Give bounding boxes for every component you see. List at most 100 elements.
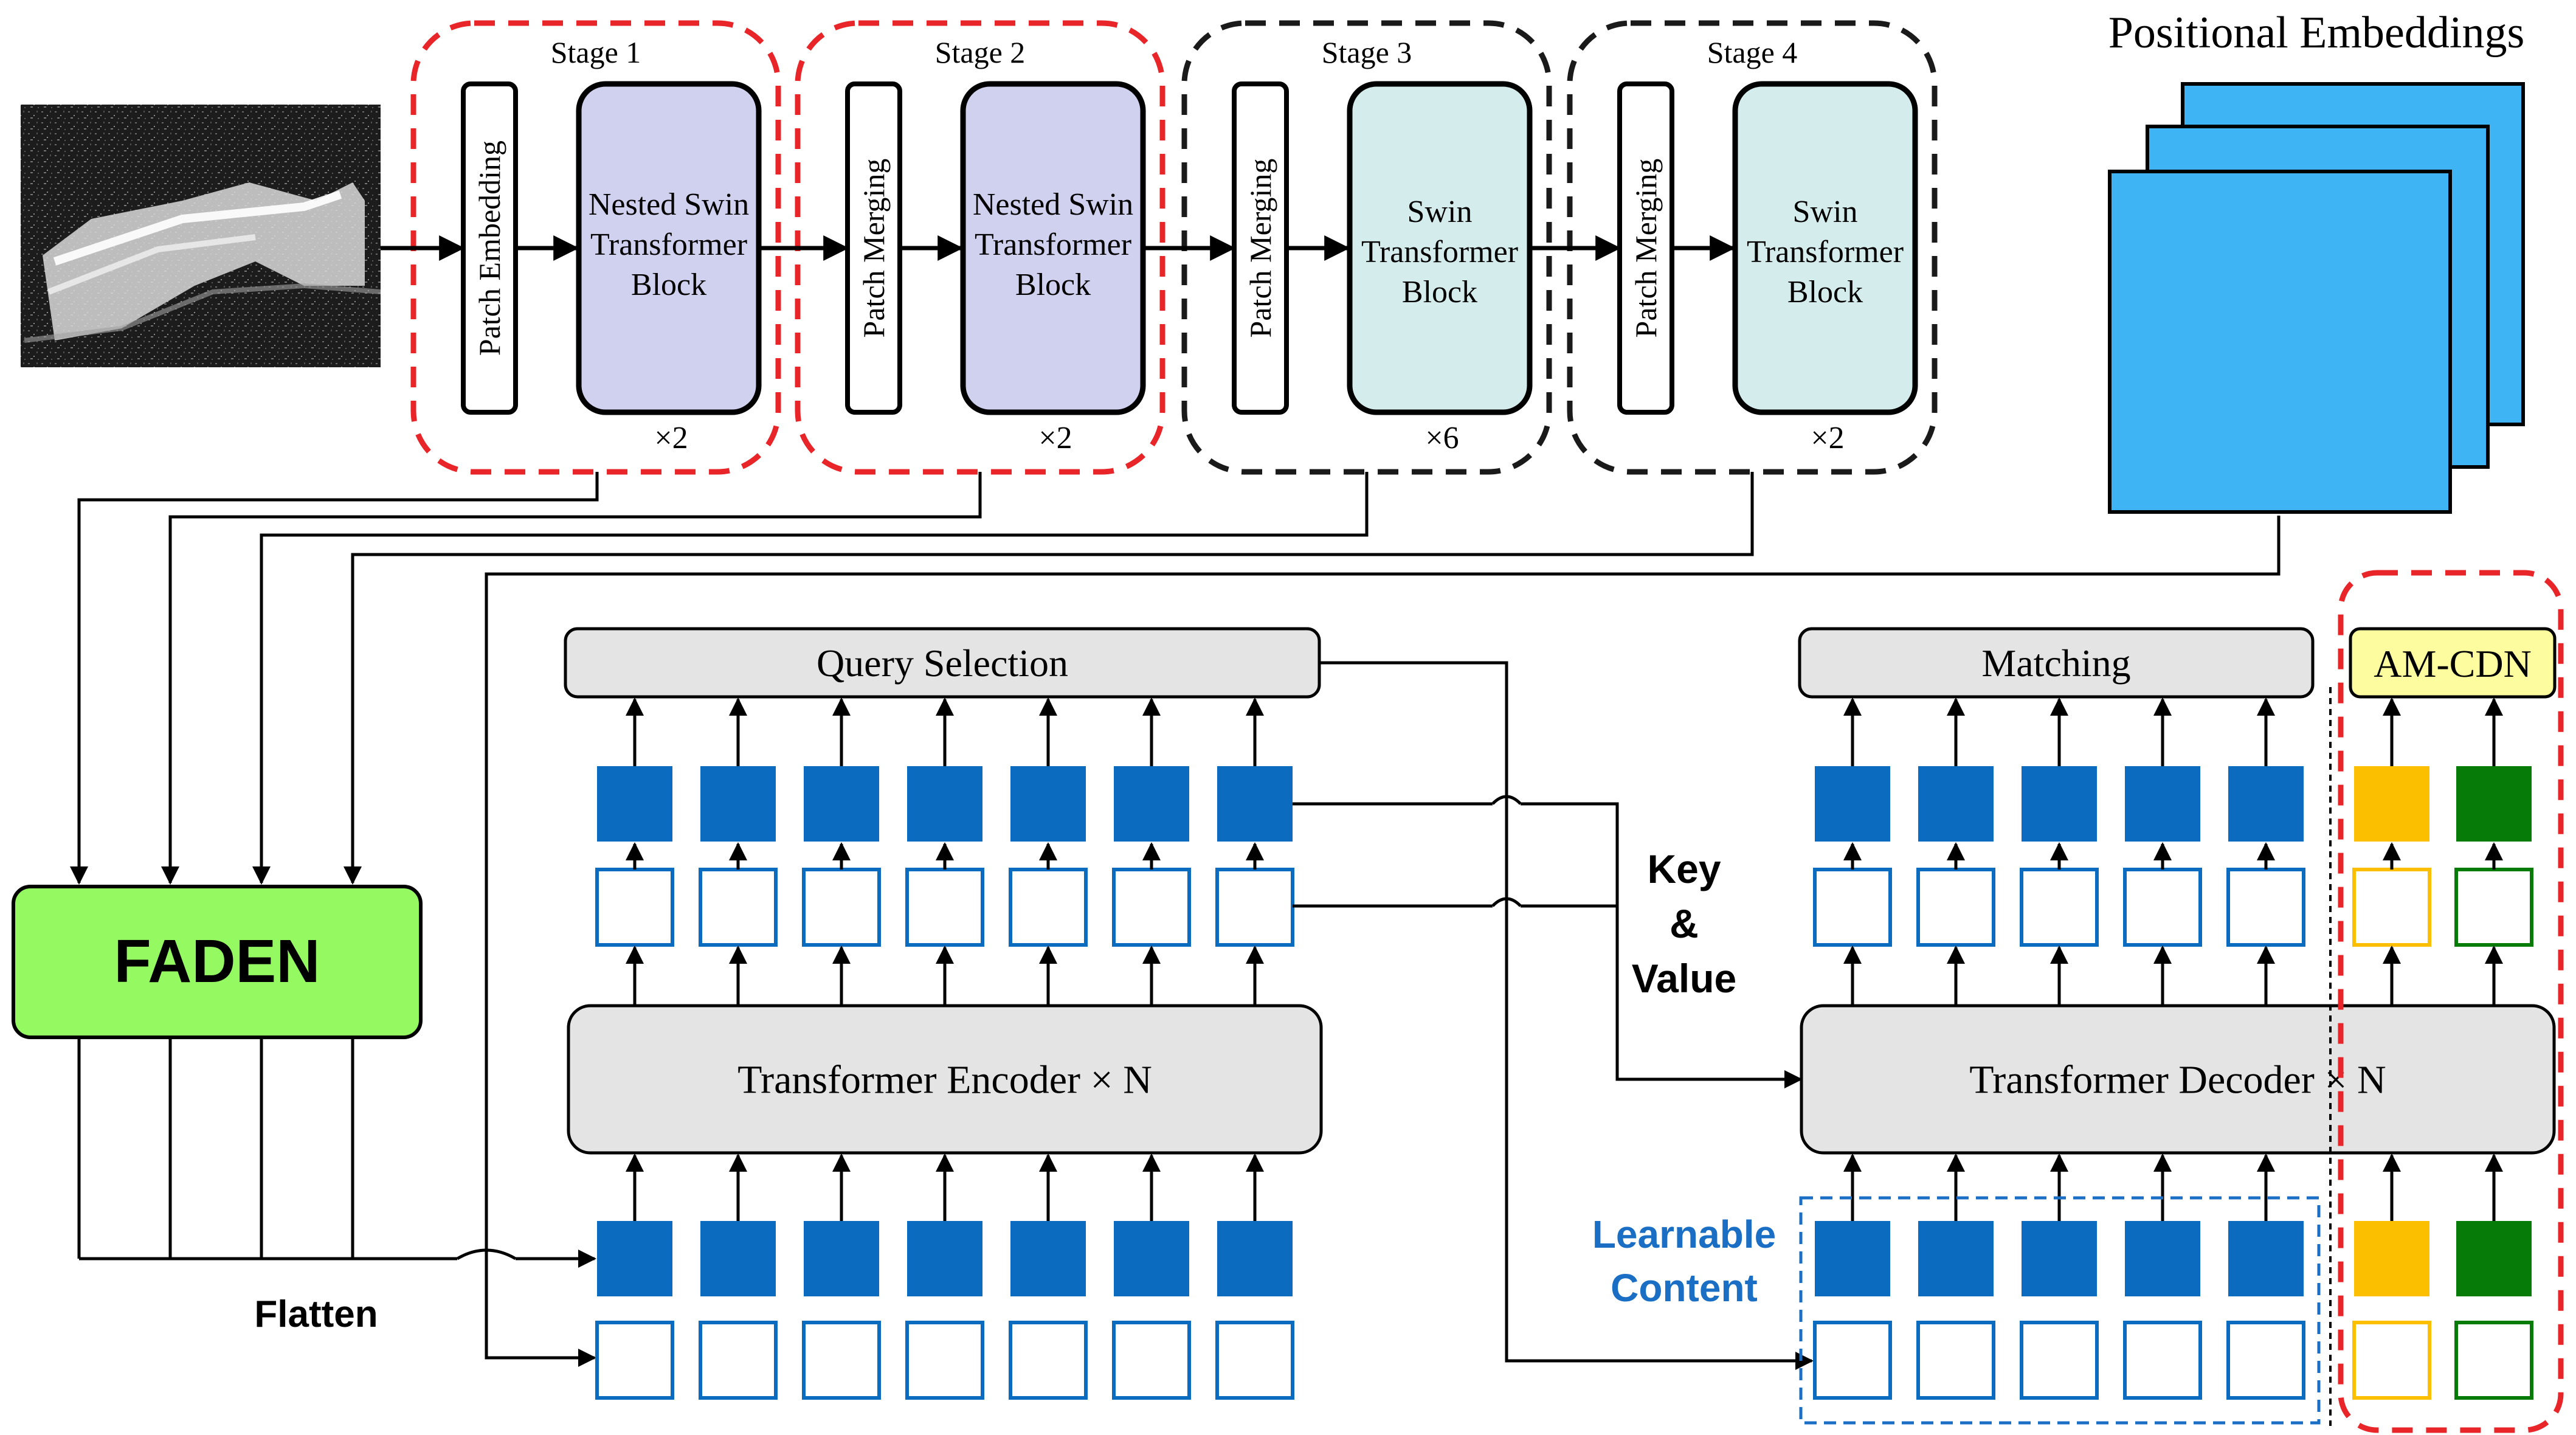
faden-box: [12, 885, 423, 1039]
embedding-sheet: [2108, 170, 2452, 514]
decoder-output-filled-token: [2022, 766, 2097, 842]
key-value-label-line: Value: [1632, 956, 1736, 1001]
block-label-line: Nested Swin: [973, 187, 1133, 222]
cdn-orange-output-filled-token: [2354, 766, 2429, 842]
decoder-input-filled-token: [2125, 1221, 2200, 1296]
encoder-input-empty-token: [595, 1321, 674, 1400]
transformer-decoder: Transformer Decoder × N: [1800, 1004, 2556, 1155]
matching-box: [1798, 627, 2315, 699]
positional-embeddings-title: Positional Embeddings: [2108, 8, 2525, 58]
encoder-input-filled-token: [700, 1221, 776, 1296]
key-line-tail: [1521, 802, 1803, 1088]
encoder-output-empty-token: [699, 868, 778, 947]
encoder-output-empty-token: [1215, 868, 1294, 947]
encoder-output-filled-token: [907, 766, 982, 842]
block-label-line: Nested Swin: [589, 187, 749, 222]
encoder-input-empty-token: [802, 1321, 881, 1400]
encoder-output-filled-token: [1114, 766, 1189, 842]
stage-title: Stage 4: [1707, 35, 1798, 69]
encoder-input-filled-token: [1010, 1221, 1086, 1296]
decoder-output-filled-token: [2125, 766, 2200, 842]
cdn-green-input-filled-token: [2456, 1221, 2532, 1296]
decoder-input-empty-token: [1813, 1321, 1892, 1400]
patch-label: Patch Merging: [1243, 159, 1277, 338]
encoder-input-filled-token: [1114, 1221, 1189, 1296]
block-label-line: Transformer: [1361, 235, 1518, 269]
learnable-content-label-line: Learnable: [1592, 1212, 1776, 1256]
encoder-input-filled-token: [1217, 1221, 1293, 1296]
stage-to-faden-4: [344, 472, 1754, 885]
decoder-output-filled-token: [2228, 766, 2304, 842]
decoder-output-filled-token: [1815, 766, 1890, 842]
encoder-output-empty-token: [1112, 868, 1191, 947]
encoder-output-filled-token: [1217, 766, 1293, 842]
cdn-green-output-filled-token: [2456, 766, 2532, 842]
key-value-label-line: Key: [1647, 846, 1721, 891]
amcdn: AM-CDN: [2349, 627, 2557, 699]
patch-label: Patch Merging: [857, 159, 891, 338]
encoder-input-filled-token: [597, 1221, 672, 1296]
stage-title: Stage 2: [935, 35, 1026, 69]
cdn-orange-output-empty-token: [2352, 868, 2431, 947]
encoder-input-filled-token: [804, 1221, 879, 1296]
encoder-input-filled-token: [907, 1221, 982, 1296]
posemb-line: [485, 516, 2281, 1367]
decoder-input-empty-token: [2123, 1321, 2202, 1400]
decoder-input-filled-token: [1918, 1221, 1994, 1296]
matching: Matching: [1798, 627, 2315, 699]
flatten-hop: [456, 1248, 517, 1260]
decoder-input-filled-token: [2022, 1221, 2097, 1296]
decoder-input-empty-token: [2226, 1321, 2305, 1400]
flatten-label: Flatten: [254, 1293, 378, 1335]
faden-label: FADEN: [114, 927, 320, 995]
matching-label: Matching: [1981, 641, 2130, 685]
decoder-output-empty-token: [1813, 868, 1892, 947]
block-label-line: Transformer: [1747, 235, 1904, 269]
encoder-output-empty-token: [595, 868, 674, 947]
decoder-input-empty-token: [1916, 1321, 1995, 1400]
repeat-label: ×6: [1425, 421, 1459, 455]
encoder-input-empty-token: [1112, 1321, 1191, 1400]
amcdn-region: [2338, 570, 2564, 1433]
repeat-label: ×2: [1811, 421, 1844, 455]
decoder-input-empty-token: [2020, 1321, 2099, 1400]
learnable-content-box: [1799, 1196, 2321, 1425]
transformer-decoder-label: Transformer Decoder × N: [1969, 1057, 2386, 1102]
decoder-output-empty-token: [1916, 868, 1995, 947]
decoder-output-empty-token: [2123, 868, 2202, 947]
stage-to-faden-1: [70, 472, 599, 885]
patch-label: Patch Merging: [1629, 159, 1663, 338]
block-label-line: Transformer: [975, 227, 1131, 262]
encoder-output-filled-token: [597, 766, 672, 842]
encoder-input-empty-token: [699, 1321, 778, 1400]
encoder-input-empty-token: [1215, 1321, 1294, 1400]
stage-to-faden-2: [161, 472, 982, 885]
block-label-line: Swin: [1407, 195, 1473, 229]
decoder-output-empty-token: [2226, 868, 2305, 947]
block-label-line: Block: [1015, 268, 1091, 302]
stage-2: Stage 2 Patch Merging Nested SwinTransform…: [795, 20, 1165, 475]
encoder-output-empty-token: [1009, 868, 1088, 947]
block-label-line: Transformer: [590, 227, 747, 262]
faden-block: FADEN: [12, 885, 423, 1039]
block-label-line: Block: [1787, 275, 1863, 309]
query-selection-label: Query Selection: [817, 641, 1068, 685]
encoder-output-filled-token: [1010, 766, 1086, 842]
stage-1: Stage 1 Patch Embedding Nested SwinTransfo…: [410, 20, 781, 475]
encoder-output-empty-token: [802, 868, 881, 947]
decoder-input-filled-token: [1815, 1221, 1890, 1296]
encoder-output-empty-token: [905, 868, 984, 947]
encoder-output-filled-token: [700, 766, 776, 842]
stage-title: Stage 1: [551, 35, 641, 69]
block-label-line: Block: [631, 268, 706, 302]
transformer-encoder-label: Transformer Encoder × N: [737, 1057, 1152, 1102]
learnable-content-label-line: Content: [1611, 1266, 1758, 1310]
repeat-label: ×2: [1038, 421, 1072, 455]
input-sar-image: [21, 105, 381, 367]
patch-label: Patch Embedding: [472, 140, 506, 356]
encoder-input-empty-token: [905, 1321, 984, 1400]
cdn-green-input-empty-token: [2454, 1321, 2533, 1400]
